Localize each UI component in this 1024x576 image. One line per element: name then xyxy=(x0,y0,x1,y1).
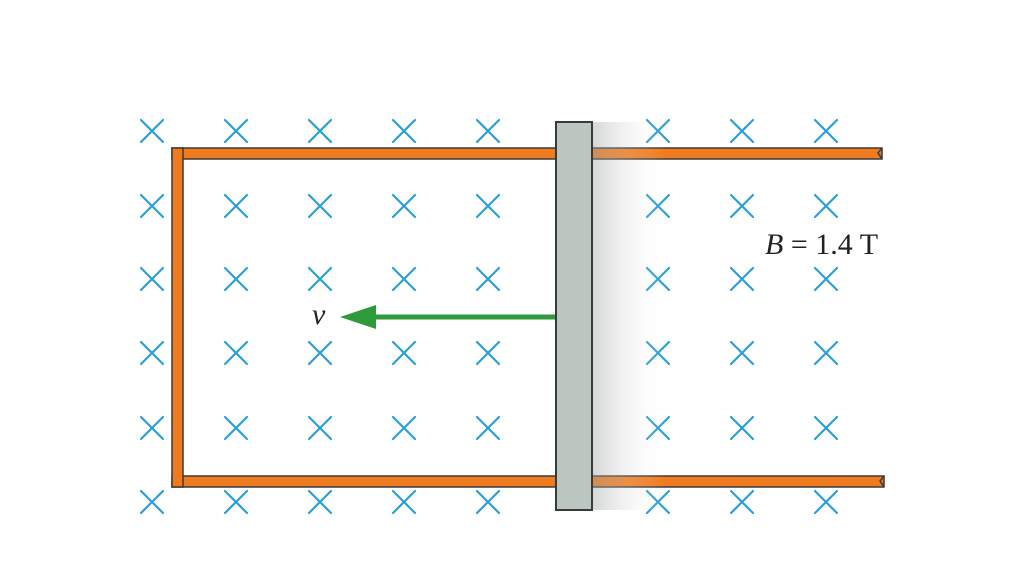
field-x-mark xyxy=(223,193,249,219)
field-x-mark xyxy=(813,118,839,144)
field-x-mark xyxy=(729,340,755,366)
rod-shadow xyxy=(592,122,666,510)
field-x-mark xyxy=(475,193,501,219)
field-x-mark xyxy=(813,340,839,366)
top-rail xyxy=(171,147,883,160)
field-x-mark xyxy=(307,415,333,441)
field-x-mark xyxy=(139,193,165,219)
field-x-mark xyxy=(729,193,755,219)
field-x-mark xyxy=(223,266,249,292)
field-x-mark xyxy=(475,340,501,366)
field-x-mark xyxy=(729,489,755,515)
field-x-mark xyxy=(391,193,417,219)
field-x-mark xyxy=(475,266,501,292)
bottom-rail xyxy=(171,475,885,488)
field-x-mark xyxy=(307,266,333,292)
field-x-mark xyxy=(139,415,165,441)
velocity-label: v xyxy=(312,298,326,331)
field-x-mark xyxy=(139,118,165,144)
field-x-mark xyxy=(813,193,839,219)
field-x-mark xyxy=(223,340,249,366)
top-rail-end xyxy=(877,147,883,160)
field-x-mark xyxy=(307,340,333,366)
field-x-mark xyxy=(813,489,839,515)
field-x-mark xyxy=(391,489,417,515)
field-x-mark xyxy=(391,118,417,144)
field-x-mark xyxy=(391,266,417,292)
field-x-mark xyxy=(223,415,249,441)
field-value: 1.4 T xyxy=(815,228,878,261)
field-x-mark xyxy=(813,266,839,292)
field-x-mark xyxy=(729,415,755,441)
field-x-mark xyxy=(475,489,501,515)
field-x-mark xyxy=(223,118,249,144)
field-x-mark xyxy=(139,266,165,292)
field-strength-label: B = 1.4 T xyxy=(765,228,878,261)
field-x-mark xyxy=(307,193,333,219)
field-x-mark xyxy=(139,489,165,515)
field-x-mark xyxy=(813,415,839,441)
field-x-mark xyxy=(475,118,501,144)
field-x-mark xyxy=(307,118,333,144)
field-x-mark xyxy=(729,266,755,292)
field-x-mark xyxy=(475,415,501,441)
field-x-mark xyxy=(307,489,333,515)
field-x-mark xyxy=(729,118,755,144)
field-x-mark xyxy=(223,489,249,515)
left-rail xyxy=(171,147,184,488)
field-symbol: B xyxy=(765,228,783,261)
sliding-rod xyxy=(555,121,593,511)
field-x-mark xyxy=(139,340,165,366)
u-shaped-rails xyxy=(171,147,885,488)
field-x-mark xyxy=(391,340,417,366)
field-x-mark xyxy=(391,415,417,441)
field-equals: = xyxy=(783,228,815,261)
velocity-arrow xyxy=(340,305,556,329)
bottom-rail-end xyxy=(879,475,885,488)
